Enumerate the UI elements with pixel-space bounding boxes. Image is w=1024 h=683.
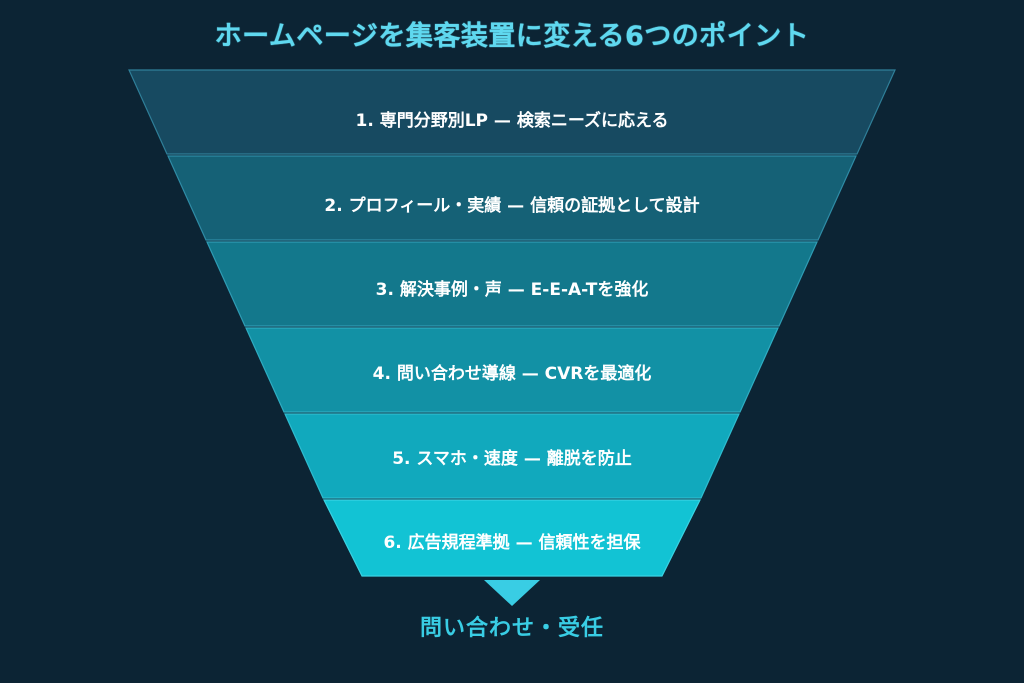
funnel-segment-1[interactable] bbox=[128, 69, 896, 155]
funnel-chart bbox=[128, 69, 896, 577]
funnel-segment-2[interactable] bbox=[167, 155, 857, 241]
funnel-segment-4[interactable] bbox=[245, 327, 779, 413]
funnel-segment-6[interactable] bbox=[323, 499, 701, 577]
page-title: ホームページを集客装置に変える6つのポイント bbox=[214, 21, 810, 52]
outlet-caption: 問い合わせ・受任 bbox=[419, 616, 604, 641]
funnel-segment-5[interactable] bbox=[284, 413, 740, 499]
funnel-segment-3[interactable] bbox=[206, 241, 818, 327]
funnel-segments bbox=[128, 69, 896, 577]
triangle-down-icon bbox=[484, 580, 540, 606]
